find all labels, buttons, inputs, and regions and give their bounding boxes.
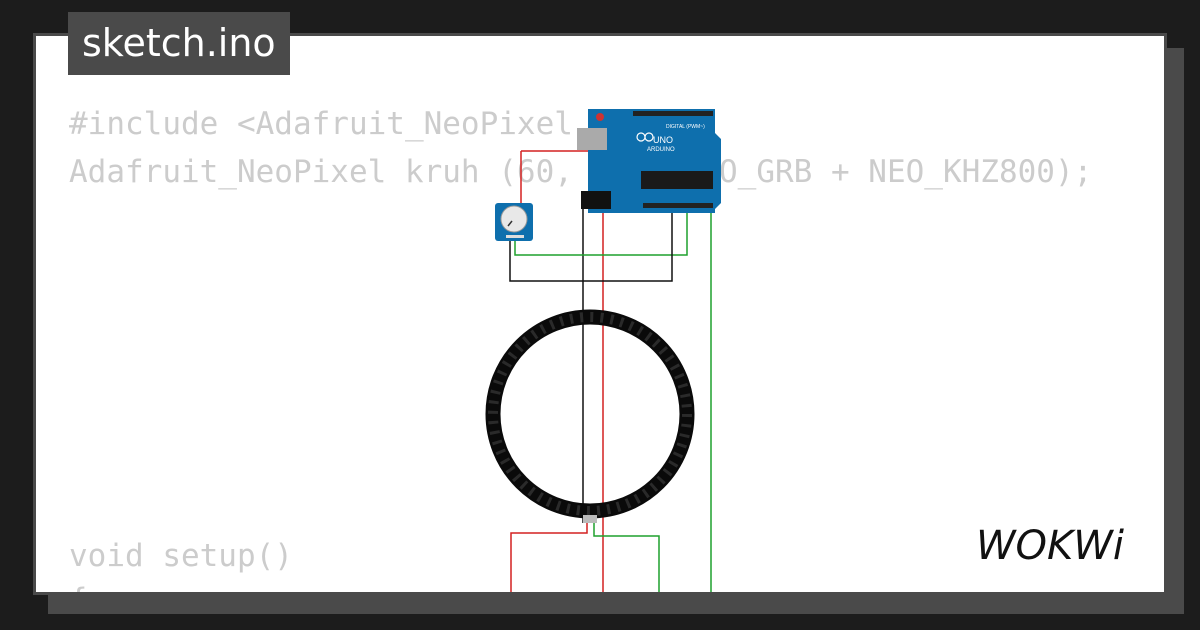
ring-leds	[488, 312, 692, 516]
analog-header	[643, 203, 713, 208]
ring-body	[485, 309, 695, 519]
code-background: #include <Adafruit_NeoPixel Adafruit_Neo…	[69, 36, 1092, 592]
reset-button[interactable]	[596, 113, 604, 121]
arduino-brand-label: ARDUINO	[647, 147, 675, 153]
arduino-infinity-right	[644, 132, 654, 142]
digital-header	[633, 111, 713, 116]
potentiometer[interactable]	[495, 203, 533, 241]
wokwi-logo: WOKWi	[976, 523, 1148, 574]
code-line-include: #include <Adafruit_NeoPixel	[69, 106, 573, 142]
pot-pins	[506, 235, 524, 238]
wire-red-5v	[521, 150, 604, 592]
wire-red-ring	[510, 521, 588, 592]
preview-card: #include <Adafruit_NeoPixel Adafruit_Neo…	[33, 33, 1167, 595]
circuit-diagram: UNO ARDUINO DIGITAL (PWM~)	[485, 109, 721, 592]
pot-knob[interactable]	[500, 205, 528, 233]
code-line-declaration-tail: O_GRB + NEO_KHZ800);	[719, 154, 1093, 190]
file-name-tab[interactable]: sketch.ino	[68, 12, 290, 75]
atmega-chip	[641, 171, 713, 189]
wire-green-ring	[593, 521, 660, 592]
code-line-brace: {	[69, 576, 88, 592]
arduino-uno[interactable]: UNO ARDUINO DIGITAL (PWM~)	[577, 109, 721, 213]
wire-black-pot	[509, 208, 673, 282]
power-jack	[581, 191, 611, 209]
wokwi-logo-text: WOKWi	[976, 523, 1124, 569]
code-line-setup: void setup()	[69, 538, 293, 574]
wokwi-logo-mark: WOKWi	[976, 523, 1124, 569]
arduino-header-label: DIGITAL (PWM~)	[666, 124, 705, 130]
code-line-declaration: Adafruit_NeoPixel kruh (60,	[69, 154, 573, 190]
ring-pins	[583, 515, 597, 523]
usb-port	[577, 128, 607, 150]
wire-green-pot	[514, 208, 688, 256]
neopixel-ring[interactable]	[485, 309, 695, 523]
pot-indicator	[507, 220, 513, 227]
arduino-model-label: UNO	[653, 135, 673, 145]
